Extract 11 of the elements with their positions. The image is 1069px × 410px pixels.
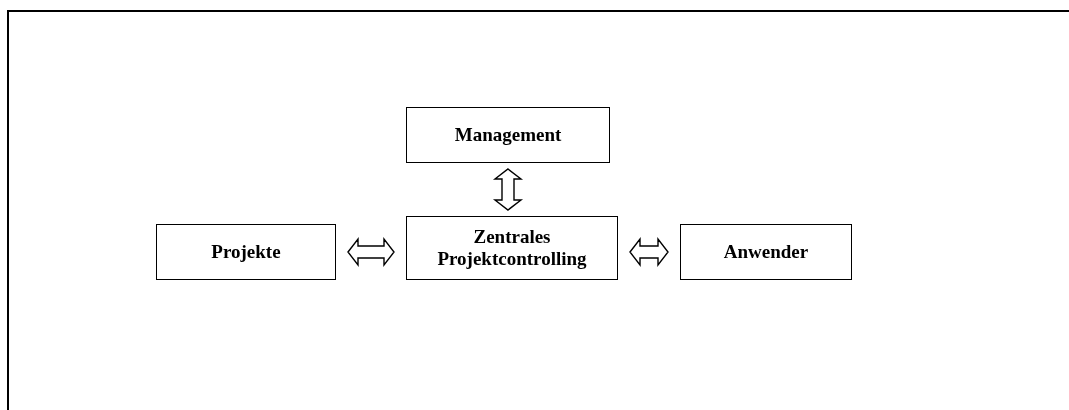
node-label: Projekte: [211, 241, 281, 263]
process-box: [406, 216, 618, 280]
process-box: [406, 107, 610, 163]
node-label: Management: [454, 124, 562, 146]
double-arrow: [492, 168, 524, 211]
node-label: Zentrales Projektcontrolling: [436, 226, 588, 270]
double-arrow: [629, 236, 669, 268]
process-box: [156, 224, 336, 280]
double-arrow: [347, 236, 395, 268]
process-box: [680, 224, 852, 280]
node-label: Anwender: [723, 241, 809, 263]
